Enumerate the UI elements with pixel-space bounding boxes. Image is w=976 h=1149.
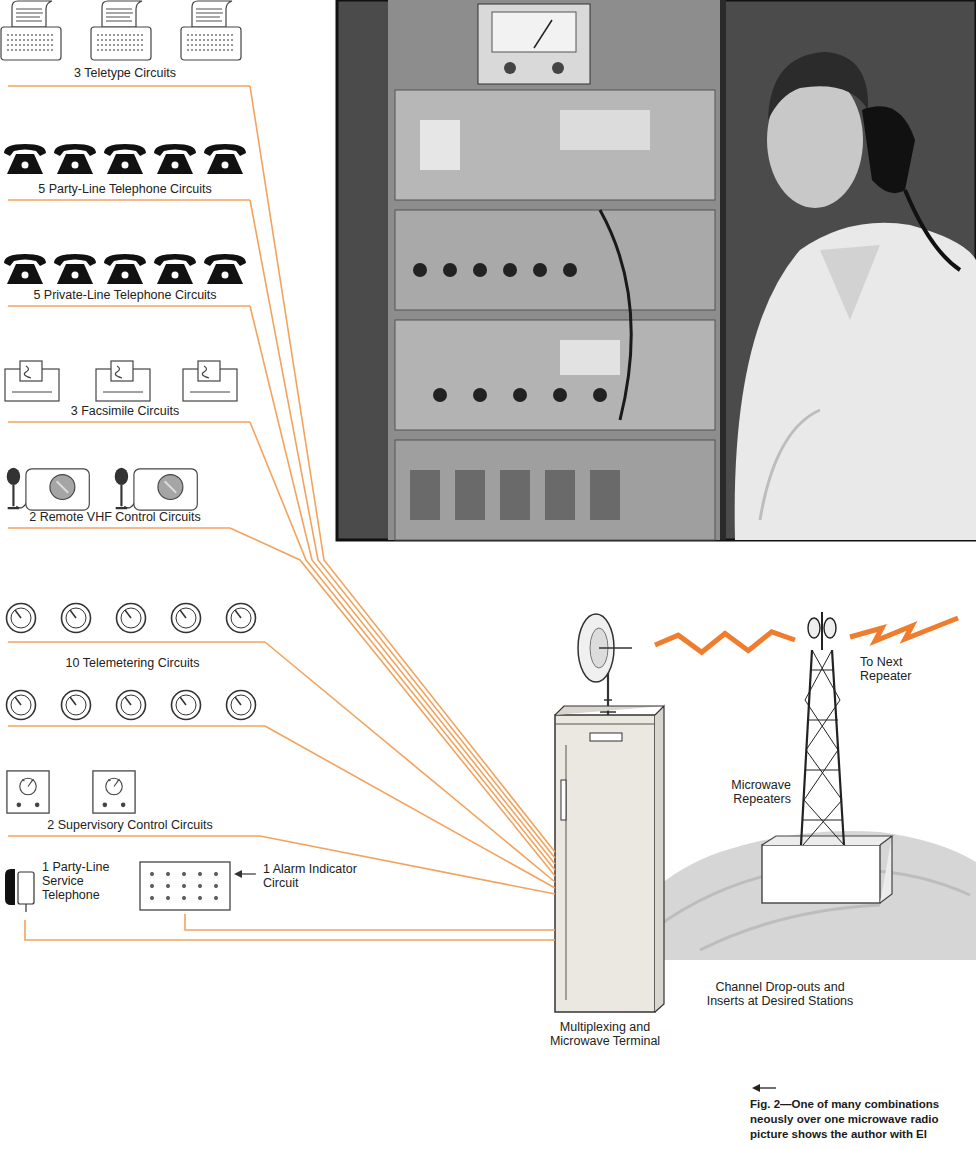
circuit-label: 10 Telemetering Circuits bbox=[0, 656, 265, 670]
terminal-cabinet bbox=[555, 614, 664, 1012]
facsimile-icon bbox=[5, 361, 237, 401]
station-building bbox=[762, 836, 892, 903]
signal-line bbox=[260, 836, 555, 894]
circuit-group: 5 Private-Line Telephone Circuits bbox=[0, 250, 250, 308]
repeater-tower: Microwave Repeaters bbox=[795, 612, 855, 844]
signal-line bbox=[250, 306, 555, 864]
circuit-label: Microwave Repeaters bbox=[721, 778, 791, 806]
teletype-icon bbox=[1, 1, 241, 60]
caption-arrow bbox=[752, 1084, 776, 1092]
circuit-label: 2 Remote VHF Control Circuits bbox=[0, 510, 230, 524]
wall-telephone bbox=[5, 869, 34, 912]
figure-caption: Fig. 2—One of many combinations neously … bbox=[750, 1097, 972, 1142]
repeater-tower bbox=[801, 612, 844, 845]
circuit-group: 5 Party-Line Telephone Circuits bbox=[0, 140, 250, 202]
signal-bus bbox=[8, 86, 265, 836]
photo bbox=[337, 0, 976, 540]
signal-line bbox=[250, 200, 555, 858]
circuit-group: 2 Remote VHF Control Circuits bbox=[0, 466, 230, 530]
circuit-group: 10 Telemetering Circuits bbox=[0, 598, 265, 728]
signal-line bbox=[185, 914, 555, 930]
circuit-group: 3 Facsimile Circuits bbox=[0, 358, 250, 424]
circuit-label: 3 Facsimile Circuits bbox=[0, 404, 250, 418]
circuit-group: 3 Teletype Circuits bbox=[0, 0, 250, 88]
supervisory-icon bbox=[7, 771, 135, 813]
signal-line bbox=[250, 86, 555, 852]
alarm-panel bbox=[140, 862, 230, 910]
circuit-group: 1 Party-Line Service Telephone bbox=[0, 858, 132, 920]
station-note: Channel Drop-outs and Inserts at Desired… bbox=[700, 980, 860, 1008]
circuit-label: 3 Teletype Circuits bbox=[0, 66, 250, 80]
circuit-label: Multiplexing and Microwave Terminal bbox=[540, 1020, 670, 1048]
vhf-control-icon bbox=[7, 468, 198, 510]
telephone-icon bbox=[4, 144, 246, 284]
signal-line bbox=[230, 528, 555, 876]
radio-beam bbox=[850, 618, 958, 641]
radio-beam bbox=[655, 632, 795, 653]
beam-note: To Next Repeater bbox=[860, 655, 950, 683]
circuit-group: 2 Supervisory Control Circuits bbox=[0, 768, 260, 838]
circuit-group: 1 Alarm Indicator Circuit bbox=[135, 858, 365, 914]
circuit-label: 1 Party-Line Service Telephone bbox=[42, 860, 128, 902]
circuit-label: 2 Supervisory Control Circuits bbox=[0, 818, 260, 832]
circuit-label: 5 Party-Line Telephone Circuits bbox=[0, 182, 250, 196]
leader-arrow bbox=[234, 870, 256, 878]
terminal-cabinet: Multiplexing and Microwave Terminal bbox=[555, 590, 655, 1012]
circuit-label: 5 Private-Line Telephone Circuits bbox=[0, 288, 250, 302]
circuit-label: 1 Alarm Indicator Circuit bbox=[263, 862, 361, 890]
